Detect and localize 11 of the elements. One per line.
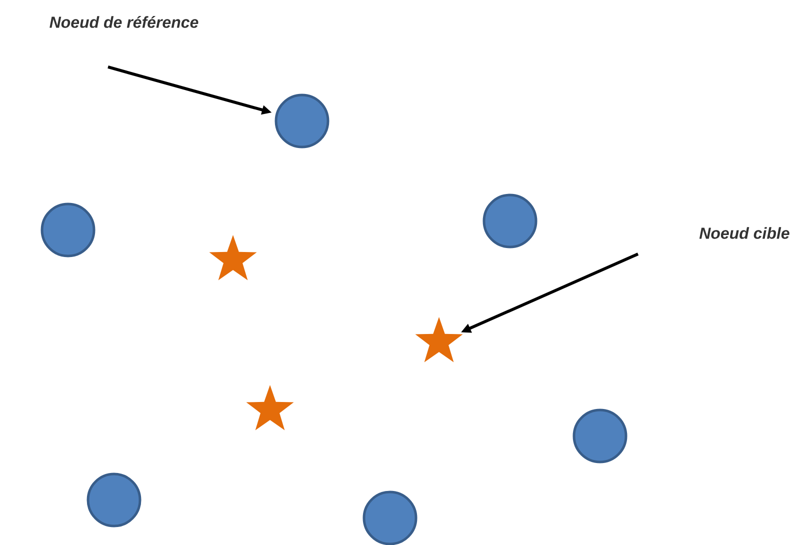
circle — [572, 408, 628, 464]
circle — [86, 472, 142, 528]
circle — [362, 490, 418, 545]
circle — [274, 94, 330, 148]
callout-label: Noeud cible — [699, 227, 790, 239]
star — [209, 234, 257, 280]
star — [246, 384, 294, 430]
callout-label: Noeud de référence — [50, 16, 198, 28]
circle — [40, 202, 96, 258]
circle — [482, 194, 538, 248]
star — [415, 316, 463, 362]
